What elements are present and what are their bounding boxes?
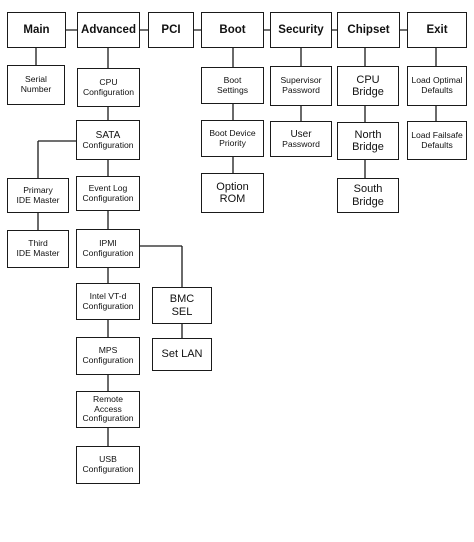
item-label-line: Configuration bbox=[82, 355, 134, 365]
item-label-line: IPMI bbox=[99, 237, 117, 248]
item-boot-device-priority[interactable]: Boot Device Priority bbox=[201, 120, 264, 157]
item-usb-configuration[interactable]: USB Configuration bbox=[76, 446, 140, 484]
item-label-line: Defaults bbox=[421, 85, 453, 95]
menu-boot[interactable]: Boot bbox=[201, 12, 264, 48]
item-ipmi-configuration[interactable]: IPMI Configuration bbox=[76, 229, 140, 268]
item-label-line: Primary bbox=[23, 184, 53, 195]
menu-pci-label: PCI bbox=[161, 23, 181, 36]
menu-main-label: Main bbox=[23, 23, 50, 36]
item-label-line: SATA bbox=[95, 129, 121, 141]
menu-boot-label: Boot bbox=[219, 23, 246, 36]
item-serial-number[interactable]: Serial Number bbox=[7, 65, 65, 105]
item-label-line: Bridge bbox=[352, 86, 384, 98]
menu-advanced[interactable]: Advanced bbox=[77, 12, 140, 48]
item-label-line: ROM bbox=[219, 193, 246, 205]
item-label-line: Load Failsafe bbox=[411, 129, 463, 140]
item-label-line: Configuration bbox=[82, 413, 134, 424]
menu-chipset-label: Chipset bbox=[347, 23, 390, 36]
menu-security[interactable]: Security bbox=[270, 12, 332, 48]
item-label-line: CPU bbox=[356, 73, 380, 86]
item-third-ide-master[interactable]: Third IDE Master bbox=[7, 230, 69, 268]
item-label-line: User bbox=[290, 128, 312, 140]
item-label-line: Password bbox=[282, 85, 320, 95]
item-label-line: IDE Master bbox=[16, 248, 60, 258]
item-label-line: USB bbox=[99, 454, 117, 465]
item-cpu-configuration[interactable]: CPU Configuration bbox=[77, 68, 140, 107]
item-remote-access-configuration[interactable]: Remote Access Configuration bbox=[76, 391, 140, 428]
item-cpu-bridge[interactable]: CPU Bridge bbox=[337, 66, 399, 106]
item-label-line: BMC bbox=[169, 293, 195, 306]
item-label-line: North bbox=[354, 128, 382, 141]
menu-exit-label: Exit bbox=[426, 23, 448, 36]
menu-advanced-label: Advanced bbox=[81, 23, 136, 36]
item-event-log-configuration[interactable]: Event Log Configuration bbox=[76, 176, 140, 211]
item-label-line: Configuration bbox=[82, 139, 134, 150]
item-north-bridge[interactable]: North Bridge bbox=[337, 122, 399, 160]
item-mps-configuration[interactable]: MPS Configuration bbox=[76, 337, 140, 375]
menu-exit[interactable]: Exit bbox=[407, 12, 467, 48]
item-label-line: South bbox=[353, 183, 383, 196]
item-label-line: Third bbox=[28, 238, 48, 249]
item-label-line: Access bbox=[94, 403, 122, 414]
item-label-line: MPS bbox=[98, 345, 118, 356]
item-set-lan[interactable]: Set LAN bbox=[152, 338, 212, 371]
item-label-line: Configuration bbox=[82, 300, 134, 311]
menu-chipset[interactable]: Chipset bbox=[337, 12, 400, 48]
item-label-line: Supervisor bbox=[280, 75, 322, 86]
menu-security-label: Security bbox=[278, 23, 324, 36]
item-boot-settings[interactable]: Boot Settings bbox=[201, 67, 264, 104]
item-label-line: Settings bbox=[216, 84, 249, 95]
item-label-line: Configuration bbox=[82, 464, 134, 474]
item-bmc-sel[interactable]: BMC SEL bbox=[152, 287, 212, 324]
item-label-line: Event Log bbox=[88, 182, 128, 193]
item-label-line: Configuration bbox=[82, 86, 135, 97]
item-label-line: Bridge bbox=[352, 141, 384, 153]
item-load-optimal-defaults[interactable]: Load Optimal Defaults bbox=[407, 66, 467, 106]
item-label-line: Remote bbox=[92, 394, 124, 405]
item-label-line: SEL bbox=[171, 305, 193, 318]
item-user-password[interactable]: User Password bbox=[270, 121, 332, 157]
item-label-line: Set LAN bbox=[161, 348, 203, 361]
item-label-line: IDE Master bbox=[16, 194, 60, 205]
item-supervisor-password[interactable]: Supervisor Password bbox=[270, 66, 332, 106]
item-option-rom[interactable]: Option ROM bbox=[201, 173, 264, 213]
item-label-line: Priority bbox=[219, 137, 246, 148]
menu-main[interactable]: Main bbox=[7, 12, 66, 48]
item-label-line: Boot bbox=[223, 74, 242, 85]
item-label-line: Load Optimal bbox=[411, 75, 463, 86]
item-sata-configuration[interactable]: SATA Configuration bbox=[76, 120, 140, 160]
item-south-bridge[interactable]: South Bridge bbox=[337, 178, 399, 213]
item-primary-ide-master[interactable]: Primary IDE Master bbox=[7, 178, 69, 213]
item-label-line: Number bbox=[20, 84, 52, 94]
item-label-line: Bridge bbox=[352, 195, 384, 208]
item-intel-vtd-configuration[interactable]: Intel VT-d Configuration bbox=[76, 283, 140, 320]
item-label-line: Serial bbox=[25, 74, 47, 85]
item-label-line: Option bbox=[216, 180, 249, 193]
item-load-failsafe-defaults[interactable]: Load Failsafe Defaults bbox=[407, 121, 467, 160]
item-label-line: CPU bbox=[99, 76, 118, 87]
item-label-line: Intel VT-d bbox=[89, 290, 127, 301]
menu-pci[interactable]: PCI bbox=[148, 12, 194, 48]
item-label-line: Boot Device bbox=[209, 127, 256, 138]
item-label-line: Configuration bbox=[82, 192, 134, 203]
item-label-line: Configuration bbox=[82, 247, 134, 258]
item-label-line: Password bbox=[282, 138, 320, 149]
item-label-line: Defaults bbox=[421, 139, 453, 150]
